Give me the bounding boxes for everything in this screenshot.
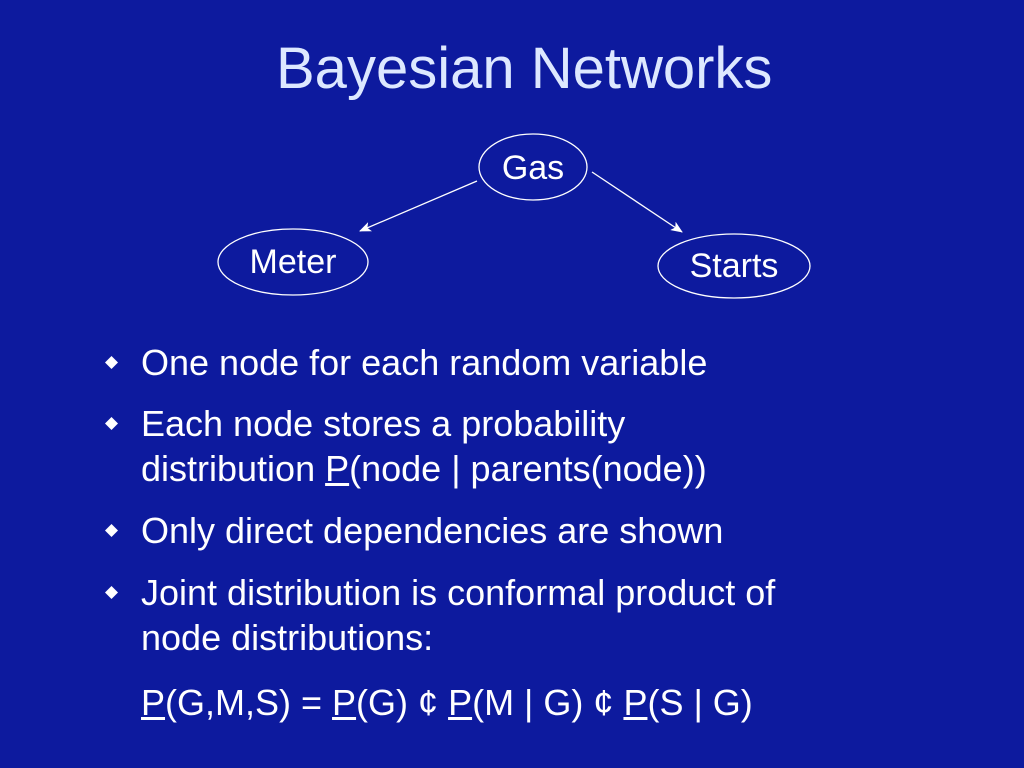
probability-symbol: P bbox=[141, 682, 166, 723]
edge-gas-to-meter bbox=[359, 180, 478, 232]
bullet-text-2-line1: Each node stores a probability bbox=[141, 403, 626, 444]
bullet-text-2-line2: distribution P(node | parents(node)) bbox=[141, 449, 707, 489]
probability-symbol: P bbox=[332, 682, 357, 723]
joint-distribution-formula: P(G,M,S) = P(G) ¢ P(M | G) ¢ P(S | G) bbox=[141, 683, 753, 723]
probability-symbol: P bbox=[623, 682, 648, 723]
probability-symbol: P bbox=[448, 682, 473, 723]
bullet-text-4-line2: node distributions: bbox=[141, 617, 434, 658]
bullet-text-3: Only direct dependencies are shown bbox=[141, 510, 724, 551]
formula-part-3: (M | G) ¢ bbox=[472, 682, 624, 723]
diamond-bullet-icon bbox=[105, 356, 118, 369]
node-starts bbox=[657, 233, 811, 299]
node-meter bbox=[217, 228, 369, 296]
edge-gas-to-starts bbox=[591, 171, 683, 233]
formula-part-1: (G,M,S) = bbox=[165, 682, 333, 723]
node-gas-label: Gas bbox=[502, 149, 564, 187]
diamond-bullet-icon bbox=[105, 586, 118, 599]
node-meter-label: Meter bbox=[250, 243, 337, 281]
formula-part-4: (S | G) bbox=[647, 682, 753, 723]
diamond-bullet-icon bbox=[105, 417, 118, 430]
probability-symbol: P bbox=[325, 448, 350, 489]
node-starts-label: Starts bbox=[690, 247, 779, 285]
node-gas bbox=[478, 133, 588, 201]
formula-part-2: (G) ¢ bbox=[356, 682, 449, 723]
bullet-text-4-line1: Joint distribution is conformal product … bbox=[141, 572, 776, 613]
bullet-text-2-prefix: distribution bbox=[141, 448, 326, 489]
bullet-text-2-suffix: (node | parents(node)) bbox=[349, 448, 707, 489]
slide-title: Bayesian Networks bbox=[276, 36, 773, 101]
diamond-bullet-icon bbox=[105, 524, 118, 537]
bullet-text-1: One node for each random variable bbox=[141, 342, 708, 383]
